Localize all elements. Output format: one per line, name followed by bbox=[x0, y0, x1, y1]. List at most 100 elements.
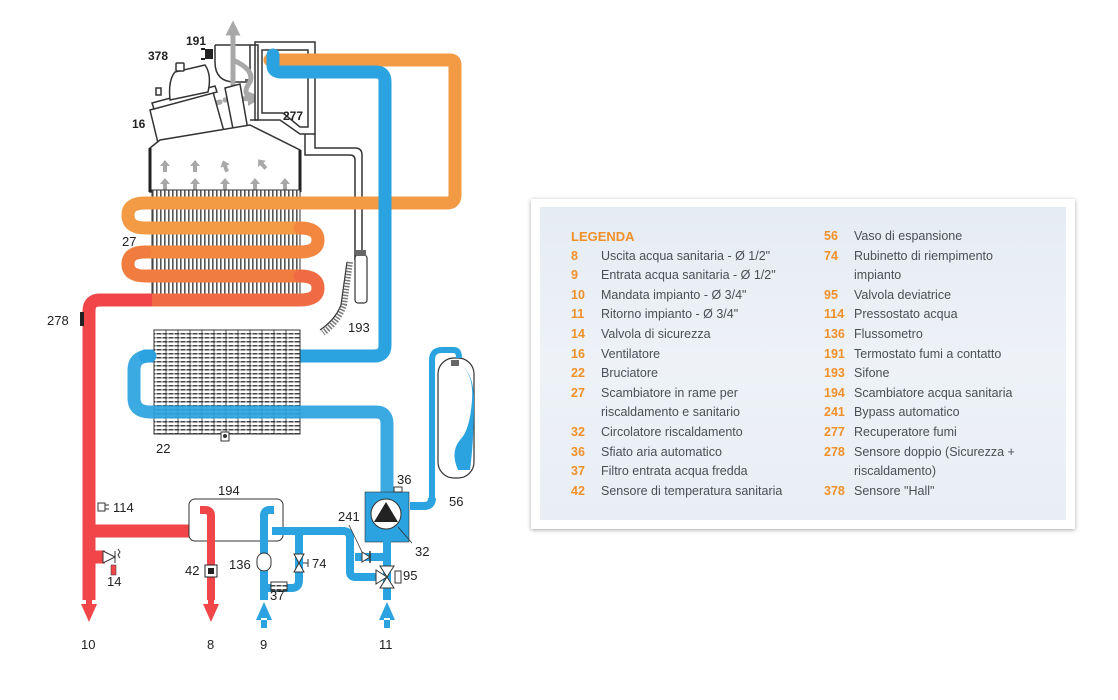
legend-item-label: Bypass automatico bbox=[854, 405, 960, 420]
burner-22 bbox=[153, 329, 301, 442]
legend-item-label: Pressostato acqua bbox=[854, 307, 958, 322]
legend-item-label: Scambiatore acqua sanitaria bbox=[854, 385, 1013, 400]
legend-item-number: 10 bbox=[571, 287, 585, 302]
legend-item-number: 241 bbox=[824, 405, 845, 420]
legend-item-label: Ventilatore bbox=[601, 346, 661, 361]
legend-item-number: 278 bbox=[824, 444, 845, 459]
blue-pipe-burner-loop bbox=[127, 349, 394, 507]
dhw-exchanger-194 bbox=[188, 498, 284, 600]
legend-item-label: Sifone bbox=[854, 366, 890, 381]
callout-191: 191 bbox=[186, 34, 206, 48]
legend-item-number: 56 bbox=[824, 229, 838, 243]
legend-item-label: Vaso di espansione bbox=[854, 229, 963, 243]
siphon-193 bbox=[319, 250, 368, 336]
legend-item-number: 14 bbox=[571, 326, 585, 341]
callout-74: 74 bbox=[312, 556, 326, 571]
legend-item-label: Sensore "Hall" bbox=[854, 483, 935, 498]
callout-95: 95 bbox=[403, 568, 417, 583]
legend-item-number: 8 bbox=[571, 248, 578, 263]
callout-22: 22 bbox=[156, 441, 170, 456]
legend-item-label: Flussometro bbox=[854, 326, 923, 341]
legend-item-number: 32 bbox=[571, 424, 585, 439]
bypass-241 bbox=[348, 524, 371, 563]
legend-item-number: 22 bbox=[571, 366, 585, 381]
callout-42: 42 bbox=[185, 563, 199, 578]
legend-item: 114 Pressostato acqua bbox=[824, 305, 1084, 325]
callout-56: 56 bbox=[449, 494, 463, 509]
callout-27: 27 bbox=[122, 234, 136, 249]
legend-item-number: 74 bbox=[824, 248, 838, 263]
blue-pipe-recuperator bbox=[138, 48, 392, 363]
callout-10: 10 bbox=[81, 637, 95, 652]
legend-item-label: Bruciatore bbox=[601, 366, 658, 381]
callout-193: 193 bbox=[348, 320, 370, 335]
legend-item-number: 42 bbox=[571, 483, 585, 498]
legend-item-number: 37 bbox=[571, 464, 585, 479]
pump-32 bbox=[364, 486, 410, 543]
thermostat-191 bbox=[201, 48, 213, 60]
legend-item-number: 194 bbox=[824, 385, 845, 400]
outlet-arrow-8 bbox=[203, 598, 219, 622]
legend-item-number: 191 bbox=[824, 346, 845, 361]
diverter-valve-95 bbox=[375, 565, 402, 589]
callout-37: 37 bbox=[270, 588, 284, 603]
legend-item-number: 277 bbox=[824, 424, 845, 439]
legend-item-number: 114 bbox=[824, 307, 845, 322]
legend-item-label: Filtro entrata acqua fredda bbox=[601, 464, 748, 479]
dhw-sensor-42 bbox=[204, 564, 218, 578]
callout-14: 14 bbox=[107, 574, 121, 589]
callout-378: 378 bbox=[148, 49, 168, 63]
flowmeter-136 bbox=[256, 552, 272, 572]
callout-114: 114 bbox=[113, 500, 134, 515]
legend-item-number: 95 bbox=[824, 287, 838, 302]
filter-37 bbox=[270, 581, 288, 592]
sensor-278 bbox=[80, 312, 84, 326]
pressure-switch-114 bbox=[97, 502, 109, 512]
legend-item-label: Recuperatore fumi bbox=[854, 424, 957, 439]
expansion-vessel-56 bbox=[410, 347, 475, 510]
legend-item: 241 Bypass automatico bbox=[824, 403, 1084, 423]
heat-exchanger-27 bbox=[121, 53, 462, 307]
legend-item: 194 Scambiatore acqua sanitaria bbox=[824, 384, 1084, 404]
legend-item-label: Uscita acqua sanitaria - Ø 1/2" bbox=[601, 248, 771, 263]
legend-item-label: Ritorno impianto - Ø 3/4" bbox=[601, 307, 739, 322]
legend-item: 193 Sifone bbox=[824, 364, 1084, 384]
legend-item-number: 9 bbox=[571, 268, 578, 283]
legend-item: 22 Bruciatore bbox=[571, 364, 821, 384]
legend-item-number: 16 bbox=[571, 346, 585, 361]
legend-item: 56 Vaso di espansione bbox=[824, 227, 1084, 247]
legend-item: 36 Sfiato aria automatico bbox=[571, 443, 821, 463]
legend-item-number: 36 bbox=[571, 444, 585, 459]
leader-32 bbox=[397, 526, 413, 544]
safety-valve-14 bbox=[102, 548, 121, 576]
inlet-arrow-11 bbox=[379, 602, 395, 628]
legend-item: 14 Valvola di sicurezza bbox=[571, 325, 821, 345]
legend-item-label: Scambiatore in rame per riscaldamento e … bbox=[601, 385, 740, 420]
callout-36: 36 bbox=[397, 472, 411, 487]
legend-item-label: Termostato fumi a contatto bbox=[854, 346, 1002, 361]
legend-item-label: Circolatore riscaldamento bbox=[601, 424, 743, 439]
legend-item-label: Valvola deviatrice bbox=[854, 287, 952, 302]
legend-item: 95 Valvola deviatrice bbox=[824, 286, 1084, 306]
inlet-arrow-9 bbox=[256, 602, 272, 628]
legend-item-number: 193 bbox=[824, 366, 845, 381]
callout-194: 194 bbox=[218, 483, 240, 498]
callout-11: 11 bbox=[379, 637, 393, 652]
callout-136: 136 bbox=[229, 557, 251, 572]
callout-278: 278 bbox=[47, 313, 69, 328]
legend-item: 32 Circolatore riscaldamento bbox=[571, 423, 821, 443]
legend-item-label: Valvola di sicurezza bbox=[601, 326, 711, 341]
legend-item-label: Sfiato aria automatico bbox=[601, 444, 722, 459]
fill-tap-74 bbox=[293, 553, 309, 573]
legend-item: 16 Ventilatore bbox=[571, 345, 821, 365]
callout-9: 9 bbox=[260, 637, 267, 652]
